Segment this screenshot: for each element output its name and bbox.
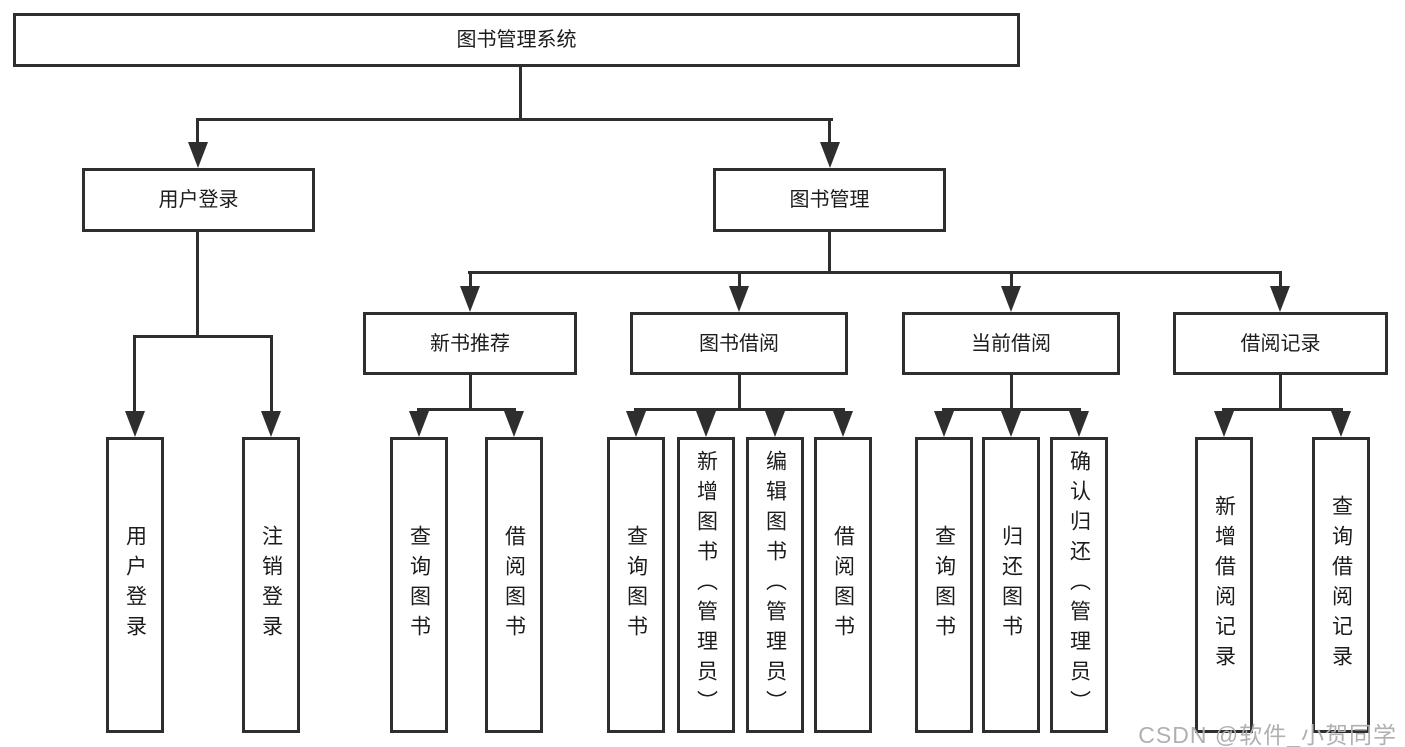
node-label: 用户登录 xyxy=(123,525,147,645)
node-label: 归还图书 xyxy=(999,525,1023,645)
arrowhead-down-icon xyxy=(765,411,785,437)
arrowhead-down-icon xyxy=(125,411,145,437)
arrowhead-down-icon xyxy=(1270,286,1290,312)
connector-line xyxy=(1010,375,1013,411)
arrowhead-down-icon xyxy=(261,411,281,437)
connector-line xyxy=(942,408,1081,411)
leaf-add-borrow-record: 新增借阅记录 xyxy=(1195,437,1253,733)
connector-line xyxy=(196,232,199,338)
leaf-borrow-books-borrowing: 借阅图书 xyxy=(814,437,872,733)
connector-line xyxy=(469,271,472,289)
arrowhead-down-icon xyxy=(1214,411,1234,437)
arrowhead-down-icon xyxy=(820,142,840,168)
node-book-management-branch: 图书管理 xyxy=(713,168,946,232)
node-book-borrowing: 图书借阅 xyxy=(630,312,848,375)
node-label: 注销登录 xyxy=(259,525,283,645)
node-label: 查询图书 xyxy=(624,525,648,645)
node-label: 借阅记录 xyxy=(1240,332,1321,355)
connector-line xyxy=(738,375,741,411)
node-label: 查询图书 xyxy=(407,525,431,645)
node-label: 查询图书 xyxy=(932,525,956,645)
arrowhead-down-icon xyxy=(626,411,646,437)
node-borrowing-records: 借阅记录 xyxy=(1173,312,1388,375)
arrowhead-down-icon xyxy=(1001,286,1021,312)
arrowhead-down-icon xyxy=(409,411,429,437)
arrowhead-down-icon xyxy=(1069,411,1089,437)
node-new-book-recommendation: 新书推荐 xyxy=(363,312,577,375)
connector-line xyxy=(133,335,273,338)
leaf-query-books-recommend: 查询图书 xyxy=(390,437,448,733)
connector-line xyxy=(270,335,273,414)
arrowhead-down-icon xyxy=(460,286,480,312)
node-label: 图书管理 xyxy=(789,189,870,211)
leaf-return-books: 归还图书 xyxy=(982,437,1040,733)
arrowhead-down-icon xyxy=(833,411,853,437)
connector-line xyxy=(1279,271,1282,289)
arrowhead-down-icon xyxy=(504,411,524,437)
node-label: 借阅图书 xyxy=(831,525,855,645)
connector-line xyxy=(738,271,741,289)
leaf-confirm-return-admin: 确认归还（管理员） xyxy=(1050,437,1108,733)
node-label: 新增借阅记录 xyxy=(1212,495,1236,675)
leaf-query-books-current: 查询图书 xyxy=(915,437,973,733)
arrowhead-down-icon xyxy=(1331,411,1351,437)
node-label: 借阅图书 xyxy=(502,525,526,645)
node-label: 查询借阅记录 xyxy=(1329,495,1353,675)
node-label: 编辑图书（管理员） xyxy=(763,450,787,720)
leaf-user-login: 用户登录 xyxy=(106,437,164,733)
arrowhead-down-icon xyxy=(729,286,749,312)
node-label: 当前借阅 xyxy=(971,332,1051,355)
connector-line xyxy=(1222,408,1343,411)
connector-line xyxy=(828,232,831,274)
connector-line xyxy=(1279,375,1282,411)
node-current-borrowing: 当前借阅 xyxy=(902,312,1120,375)
node-label: 用户登录 xyxy=(158,189,239,211)
connector-line xyxy=(1010,271,1013,289)
leaf-query-borrow-record: 查询借阅记录 xyxy=(1312,437,1370,733)
connector-line xyxy=(133,335,136,414)
leaf-query-books-borrowing: 查询图书 xyxy=(607,437,665,733)
leaf-borrow-books-recommend: 借阅图书 xyxy=(485,437,543,733)
node-label: 图书管理系统 xyxy=(456,29,577,51)
watermark: CSDN @软件_小贺同学 xyxy=(1138,722,1397,747)
arrowhead-down-icon xyxy=(696,411,716,437)
connector-line xyxy=(469,375,472,411)
leaf-logout: 注销登录 xyxy=(242,437,300,733)
connector-line xyxy=(519,66,522,121)
arrowhead-down-icon xyxy=(188,142,208,168)
connector-line xyxy=(197,118,833,121)
leaf-add-book-admin: 新增图书（管理员） xyxy=(677,437,735,733)
node-label: 图书借阅 xyxy=(699,332,779,355)
connector-line xyxy=(828,118,831,144)
node-library-management-system: 图书管理系统 xyxy=(13,13,1020,67)
connector-line xyxy=(468,271,1282,274)
node-label: 新书推荐 xyxy=(430,332,510,355)
node-label: 确认归还（管理员） xyxy=(1067,450,1091,720)
arrowhead-down-icon xyxy=(1001,411,1021,437)
connector-line xyxy=(634,408,845,411)
node-user-login-branch: 用户登录 xyxy=(82,168,315,232)
node-label: 新增图书（管理员） xyxy=(694,450,718,720)
leaf-edit-book-admin: 编辑图书（管理员） xyxy=(746,437,804,733)
connector-line xyxy=(417,408,516,411)
arrowhead-down-icon xyxy=(934,411,954,437)
connector-line xyxy=(196,118,199,144)
